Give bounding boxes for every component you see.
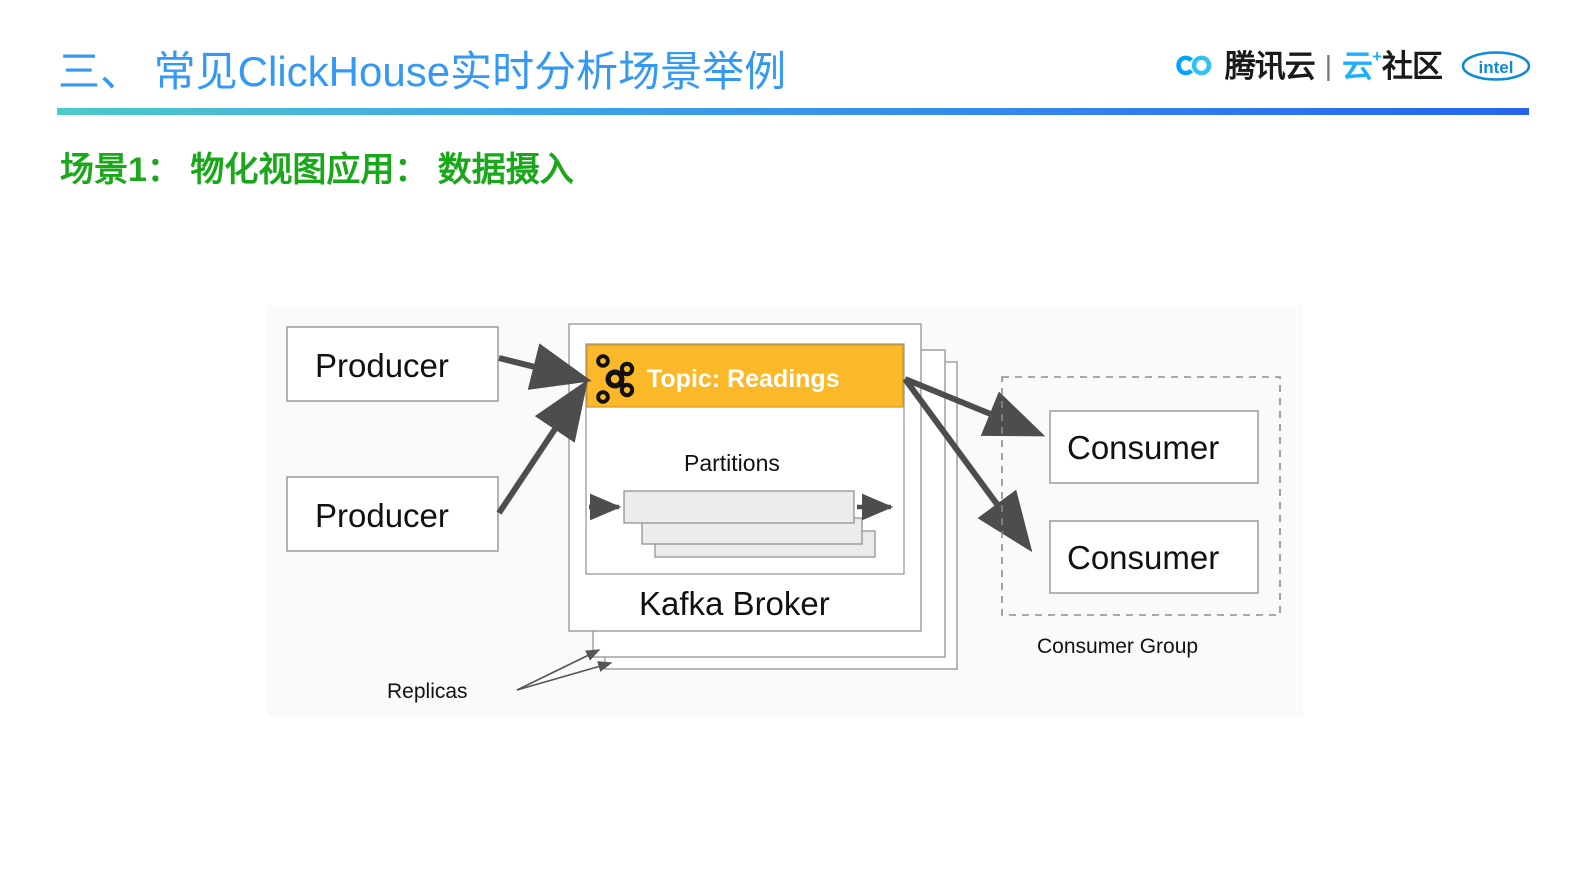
kafka-logo-icon (596, 354, 635, 404)
scene-subtitle: 场景1： 物化视图应用： 数据摄入 (60, 151, 574, 189)
brand-community-blue-label: 云 (1342, 48, 1373, 84)
replicas-arrow-2 (516, 661, 613, 691)
producer-1-to-topic-arrow (498, 343, 592, 390)
topic-to-consumer-1-arrow (903, 376, 1046, 437)
partition-bar-1 (623, 490, 855, 524)
topic-to-consumer-2-arrow (902, 377, 1033, 553)
brand-community-blue-wrap: 云 + (1342, 48, 1382, 84)
kafka-architecture-diagram: Producer Producer Topic: Readings Partit… (267, 305, 1303, 717)
topic-bar (586, 344, 904, 408)
title-underline-divider (57, 108, 1529, 115)
brand-bar: 腾讯云 | 云 + 社区 intel (1174, 40, 1532, 92)
diagram-canvas (286, 323, 1281, 691)
page-title: 三、 常见ClickHouse实时分析场景举例 (58, 48, 787, 95)
producer-2-to-topic-arrow (496, 379, 588, 515)
producer-box-2 (286, 476, 499, 552)
consumer-box-2 (1049, 520, 1259, 594)
brand-divider: | (1324, 50, 1332, 81)
slide-header: 三、 常见ClickHouse实时分析场景举例 腾讯云 | 云 + 社区 int… (0, 0, 1587, 120)
brand-plus-icon: + (1372, 46, 1382, 66)
intel-wordmark-text: intel (1479, 58, 1514, 77)
producer-box-1 (286, 326, 499, 402)
brand-name-label: 腾讯云 (1224, 48, 1316, 84)
replicas-arrow-1 (516, 649, 601, 691)
intel-logo: intel (1460, 49, 1532, 83)
brand-community-suffix-label: 社区 (1382, 48, 1443, 84)
consumer-box-1 (1049, 410, 1259, 484)
tencent-cloud-icon (1174, 51, 1216, 81)
consumer-group-box (1001, 376, 1281, 616)
partition-bars (623, 490, 876, 558)
